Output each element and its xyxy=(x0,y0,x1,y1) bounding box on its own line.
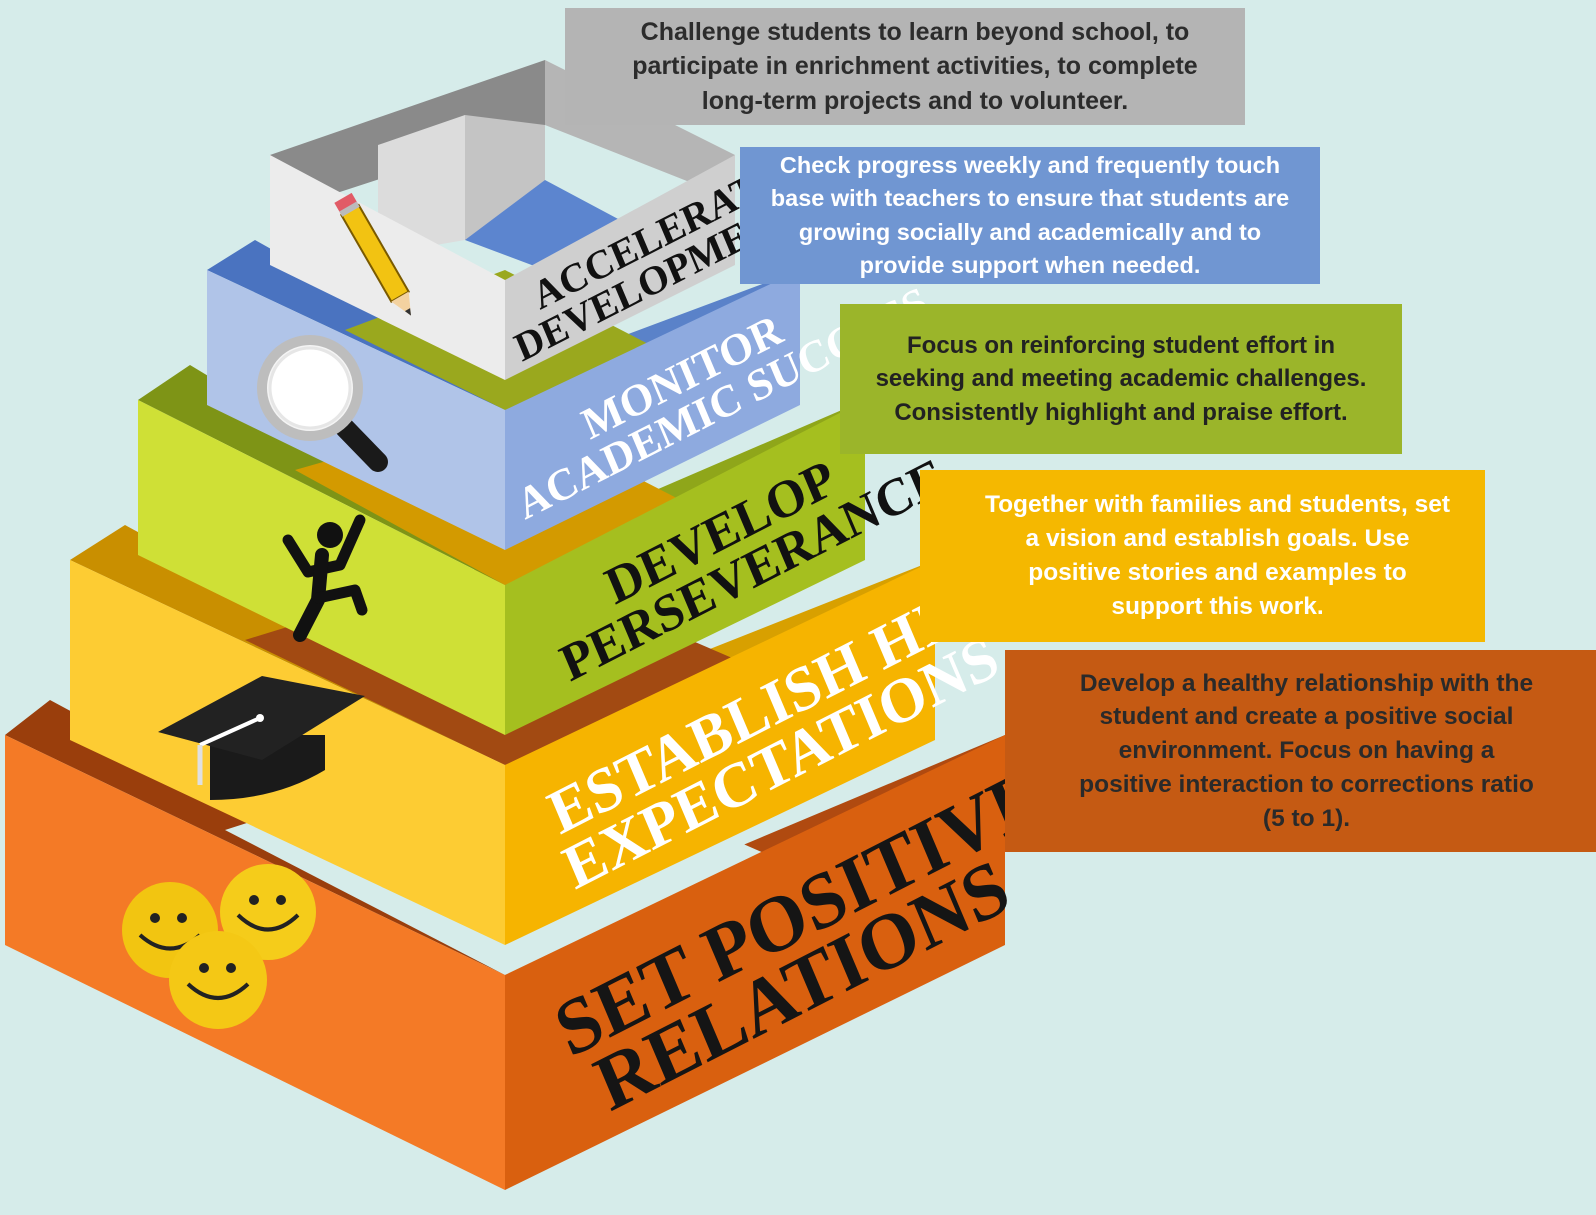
description-line: participate in enrichment activities, to… xyxy=(632,52,1198,81)
description-line: long-term projects and to volunteer. xyxy=(701,86,1129,115)
tier-establish-high-expectations-side-face xyxy=(505,560,935,945)
description-line: Focus on reinforcing student effort in xyxy=(907,332,1335,360)
set-positive-relations-description: Develop a healthy relationship with the … xyxy=(1005,650,1596,852)
description-line: growing socially and academically and to xyxy=(798,218,1262,245)
description-line: student and create a positive social xyxy=(1099,703,1514,731)
smiley-face-icon xyxy=(169,931,267,1029)
description-line: base with teachers to ensure that studen… xyxy=(770,185,1290,212)
description-line: support this work. xyxy=(1111,592,1324,620)
description-line: positive stories and examples to xyxy=(1028,559,1407,586)
tier-set-positive-relations-side-face xyxy=(505,735,1005,1190)
description-line: Together with families and students, set xyxy=(984,491,1451,519)
description-line: Challenge students to learn beyond schoo… xyxy=(640,17,1190,46)
description-line: seeking and meeting academic challenges. xyxy=(875,365,1367,393)
description-line: Check progress weekly and frequently tou… xyxy=(779,151,1281,178)
develop-perseverance-description: Focus on reinforcing student effort in s… xyxy=(840,304,1402,454)
description-line: a vision and establish goals. Use xyxy=(1025,525,1410,553)
smiley-face-icon xyxy=(220,864,316,960)
magnifying-glass-icon xyxy=(257,335,388,472)
monitor-academic-success-description: Check progress weekly and frequently tou… xyxy=(740,147,1320,284)
graduation-cap-icon xyxy=(158,676,365,800)
smiley-faces-icon xyxy=(122,864,316,1029)
description-line: positive interaction to corrections rati… xyxy=(1079,770,1534,798)
accelerate-development-description: Challenge students to learn beyond schoo… xyxy=(565,8,1245,125)
tier-monitor-academic-success-side-face xyxy=(505,270,800,550)
pencil-icon xyxy=(334,192,411,316)
establish-high-expectations-description: Together with families and students, set… xyxy=(920,470,1485,642)
tier-develop-perseverance-side-face xyxy=(505,400,865,735)
tier-accelerate-development-side-face xyxy=(505,155,735,380)
description-line: environment. Focus on having a xyxy=(1118,737,1495,765)
climber-icon xyxy=(282,514,368,642)
description-line: Consistently highlight and praise effort… xyxy=(894,398,1348,426)
description-line: provide support when needed. xyxy=(859,251,1201,278)
description-line: (5 to 1). xyxy=(1262,804,1351,832)
description-line: Develop a healthy relationship with the xyxy=(1079,669,1534,697)
